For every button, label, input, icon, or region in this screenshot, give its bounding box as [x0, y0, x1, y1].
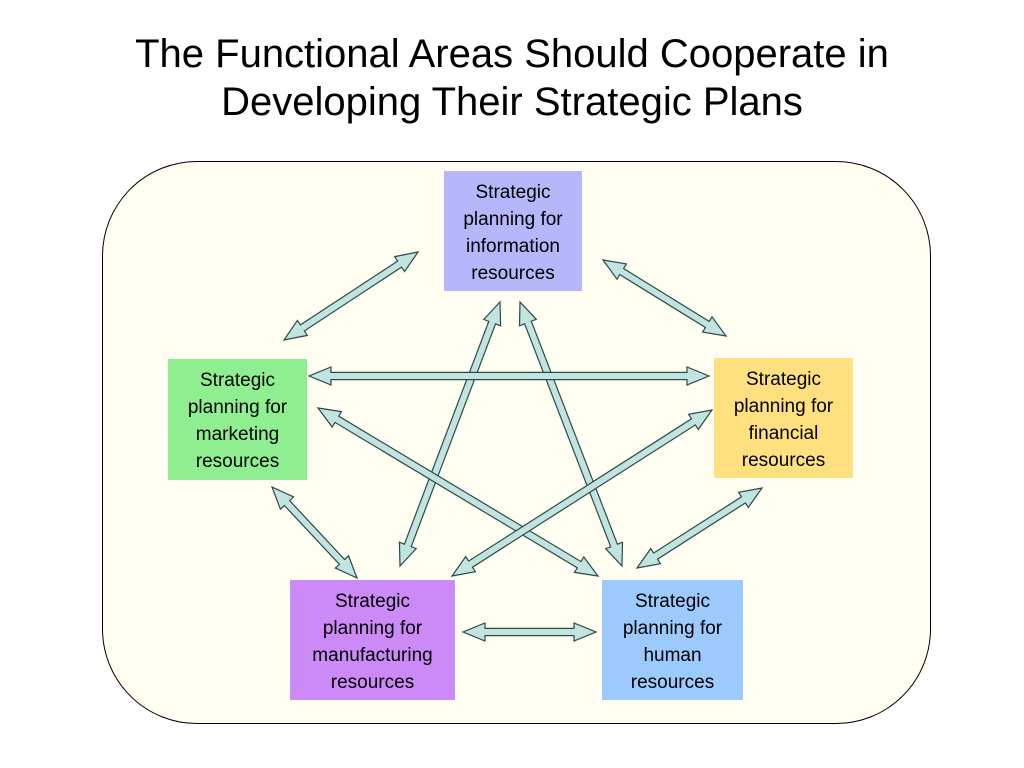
arrow-financial-manufacturing	[450, 409, 714, 577]
arrow-financial-human	[635, 487, 764, 569]
node-human-resources: Strategic planning for human resources	[601, 579, 744, 701]
node-marketing-label: Strategic planning for marketing resourc…	[187, 370, 288, 472]
node-human-label: Strategic planning for human resources	[622, 591, 723, 693]
node-manufacturing-label: Strategic planning for manufacturing res…	[312, 591, 433, 693]
arrow-marketing-manufacturing	[270, 485, 359, 580]
node-information-resources: Strategic planning for information resou…	[443, 170, 583, 292]
node-information-label: Strategic planning for information resou…	[463, 182, 563, 284]
node-financial-resources: Strategic planning for financial resourc…	[713, 357, 854, 479]
arrow-marketing-financial	[307, 366, 711, 386]
arrow-marketing-human	[316, 407, 600, 577]
page-title: The Functional Areas Should Cooperate in…	[135, 32, 889, 124]
arrow-information-human	[518, 300, 624, 568]
arrow-information-financial	[601, 259, 728, 337]
arrow-information-marketing	[282, 251, 420, 341]
node-financial-label: Strategic planning for financial resourc…	[733, 369, 834, 471]
arrow-information-manufacturing	[398, 300, 502, 568]
arrow-manufacturing-human	[461, 622, 598, 642]
node-manufacturing-resources: Strategic planning for manufacturing res…	[289, 579, 456, 701]
node-marketing-resources: Strategic planning for marketing resourc…	[167, 358, 308, 481]
